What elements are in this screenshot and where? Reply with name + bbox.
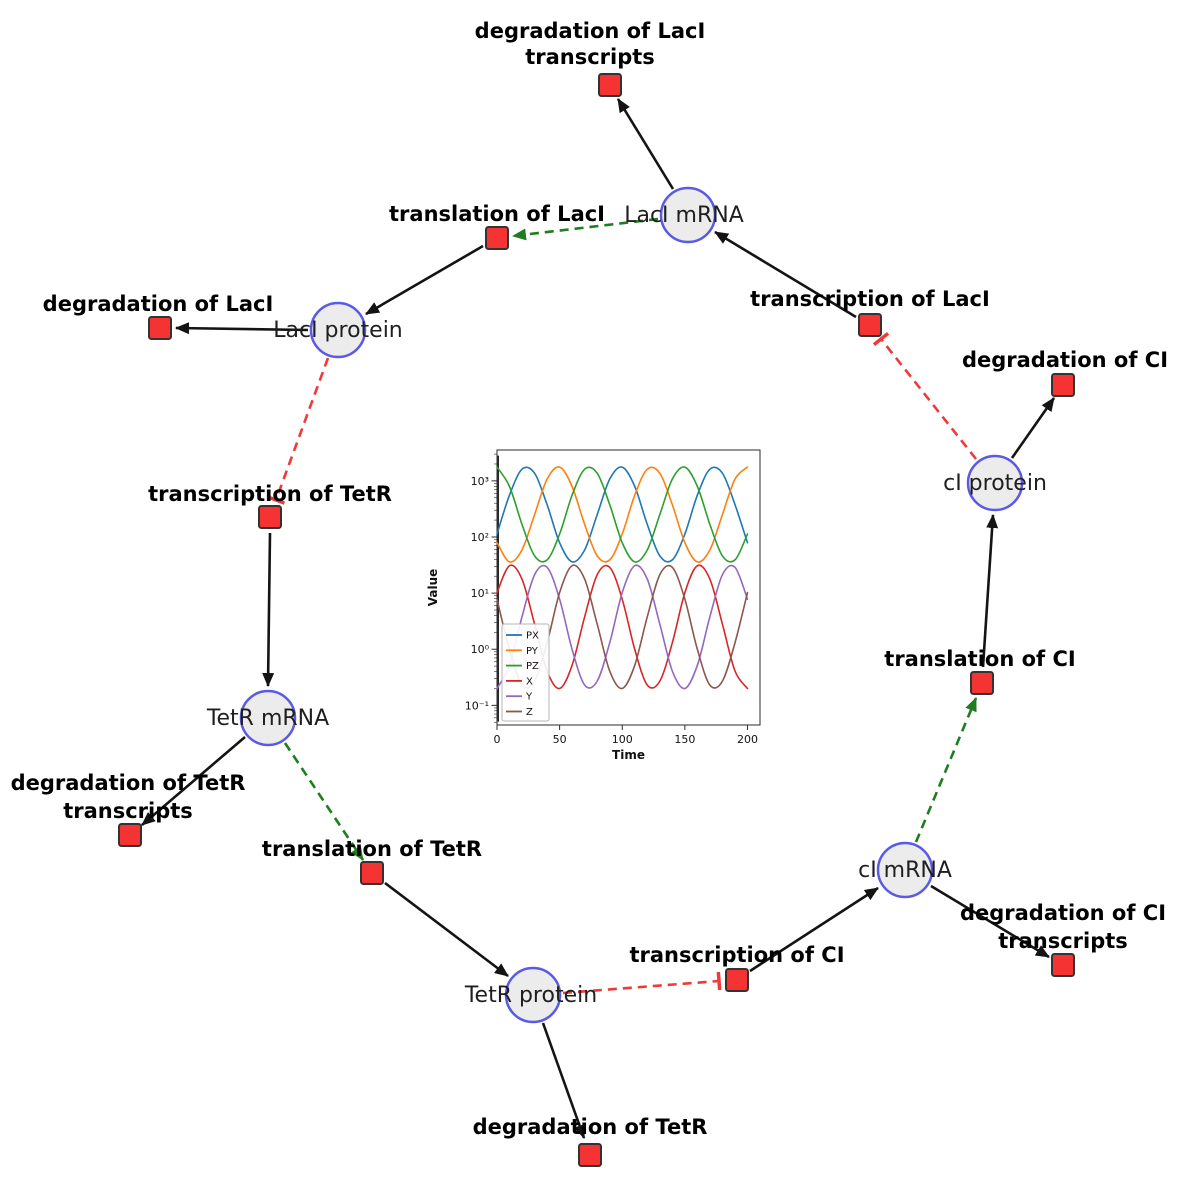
legend-label-Z: Z [526,707,533,718]
reaction-node-degradation-laci-transcripts [598,73,622,97]
reaction-node-translation-tetr [360,861,384,885]
reaction-node-degradation-laci [148,316,172,340]
reaction-label-degradation-tetr-transcripts-2: transcripts [63,799,193,823]
species-label-tetr-protein: TetR protein [464,983,597,1008]
series-line-PZ [496,466,749,563]
species-label-ci-protein: cI protein [943,471,1047,496]
legend-label-PZ: PZ [526,661,539,672]
edge-ci-mrna-to-translation-ci [914,697,978,843]
y-tick-label: 10⁰ [471,643,490,656]
reaction-label-degradation-laci-transcripts-1: degradation of LacI [475,19,706,43]
edge-tetr-protein-to-deg-tetr [541,1022,586,1139]
edge-ci-protein-to-deg-ci [1010,397,1056,459]
reaction-label-degradation-laci: degradation of LacI [43,292,274,316]
species-node-ci-protein [966,454,1024,512]
legend-label-X: X [526,676,533,687]
edge-translation-tetr-to-tetr-protein [384,881,509,978]
x-tick-label: 200 [737,733,758,746]
edge-ci-protein-inhibits-transcription-laci [872,332,978,460]
edge-transcription-ci-to-ci-mrna [749,886,879,973]
edge-translation-laci-to-laci-protein [365,244,484,316]
reaction-label-degradation-tetr: degradation of TetR [473,1115,708,1139]
reaction-node-degradation-ci-transcripts [1051,953,1075,977]
node-labels: LacI mRNA LacI protein TetR mRNA TetR pr… [11,19,1168,1139]
species-label-ci-mrna: cI mRNA [858,858,952,883]
species-label-laci-protein: LacI protein [273,318,403,343]
species-label-laci-mrna: LacI mRNA [624,203,744,228]
reaction-node-degradation-tetr-transcripts [118,823,142,847]
x-tick-label: 100 [612,733,633,746]
edge-tetr-mrna-to-deg-tetr-transcripts [141,736,246,826]
reaction-label-degradation-tetr-transcripts-1: degradation of TetR [11,771,246,795]
legend-label-Y: Y [525,692,533,703]
reaction-node-transcription-tetr [258,505,282,529]
edge-tetr-mrna-to-translation-tetr [283,742,365,861]
reaction-node-translation-laci [485,226,509,250]
legend-label-PY: PY [526,646,539,657]
edge-transcription-laci-to-laci-mrna [714,230,857,319]
edge-tetr-protein-inhibits-transcription-ci [562,971,722,995]
species-node-laci-protein [309,301,367,359]
species-nodes [239,186,1024,1024]
reaction-label-degradation-ci-transcripts-2: transcripts [998,929,1128,953]
x-tick-label: 0 [494,733,501,746]
reaction-label-transcription-tetr: transcription of TetR [148,482,392,506]
reaction-label-transcription-ci: transcription of CI [629,943,844,967]
edges [141,98,1056,1139]
reaction-label-transcription-laci: transcription of LacI [750,287,990,311]
species-node-ci-mrna [876,841,934,899]
series-line-PY [496,466,749,563]
series-line-Y [496,564,749,690]
edge-transcription-tetr-to-tetr-mrna [262,532,275,687]
y-tick-label: 10¹ [471,587,489,600]
reaction-node-transcription-ci [725,968,749,992]
y-tick-label: 10⁻¹ [465,699,489,712]
species-node-tetr-protein [504,966,562,1024]
y-axis-label: Value [426,569,440,607]
legend-label-PX: PX [526,631,539,642]
reaction-label-degradation-laci-transcripts-2: transcripts [525,45,655,69]
reaction-label-translation-laci: translation of LacI [389,202,605,226]
species-label-tetr-mrna: TetR mRNA [206,706,329,731]
edge-laci-protein-inhibits-transcription-tetr [266,357,330,505]
reaction-node-degradation-tetr [578,1143,602,1167]
reaction-label-translation-tetr: translation of TetR [262,837,482,861]
y-tick-label: 10² [471,531,489,544]
reaction-nodes [118,73,1075,1167]
edge-translation-ci-to-ci-protein [981,514,999,668]
edge-laci-mrna-to-translation-laci [512,217,659,241]
reaction-label-degradation-ci-transcripts-1: degradation of CI [960,901,1166,925]
reaction-node-degradation-ci [1051,373,1075,397]
edge-ci-mrna-to-deg-ci-transcripts [930,884,1050,959]
species-node-tetr-mrna [239,689,297,747]
reaction-node-transcription-laci [858,313,882,337]
series-line-PX [496,466,749,563]
x-axis-label: Time [612,748,645,762]
edge-laci-mrna-to-deg-laci-transcripts [616,98,675,190]
x-tick-label: 150 [674,733,695,746]
reaction-node-translation-ci [970,671,994,695]
reaction-label-translation-ci: translation of CI [884,647,1075,671]
x-tick-label: 50 [553,733,567,746]
reaction-label-degradation-ci: degradation of CI [962,348,1168,372]
edge-laci-protein-to-deg-laci [175,322,309,335]
species-node-laci-mrna [659,186,717,244]
y-tick-label: 10³ [471,475,489,488]
